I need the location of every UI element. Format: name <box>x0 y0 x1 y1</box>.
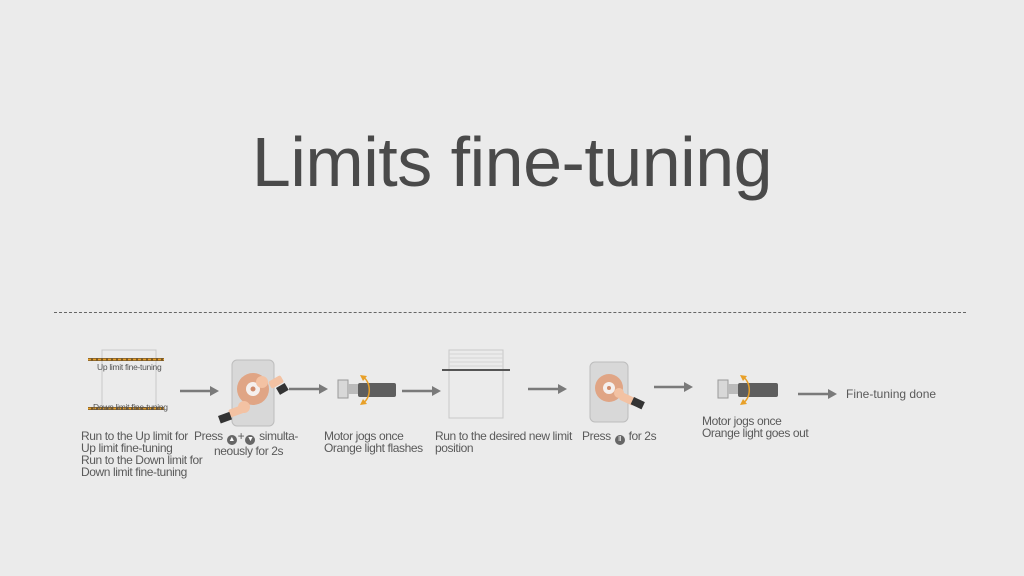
arrow-right-icon <box>654 382 693 392</box>
limits-diagram <box>88 349 164 410</box>
arrow-right-icon <box>180 386 219 396</box>
down-triangle-icon: ▼ <box>245 435 256 445</box>
remote-press-both-icon <box>218 359 289 427</box>
motor-jog-icon <box>337 375 396 405</box>
pause-icon: II <box>614 435 625 445</box>
arrow-right-icon <box>289 384 328 394</box>
up-limit-label: Up limit fine-tuning <box>97 362 162 372</box>
step-1-caption: Run to the Up limit for Up limit fine-tu… <box>81 429 203 479</box>
arrow-right-icon <box>528 384 567 394</box>
step-6-caption: Motor jogs once Orange light goes out <box>702 414 809 440</box>
step-5-caption: Press II for 2s <box>582 429 657 445</box>
step-2-caption: Press ▲+▼ simulta- neously for 2s <box>194 429 298 458</box>
down-limit-label: Down limit fine-tuning <box>93 402 168 412</box>
page-title: Limits fine-tuning <box>251 123 773 201</box>
motor-jog-icon <box>717 375 778 405</box>
step-4-caption: Run to the desired new limit position <box>435 429 572 455</box>
fine-tuning-done-label: Fine-tuning done <box>846 387 937 401</box>
arrow-right-icon <box>402 386 441 396</box>
up-triangle-icon: ▲ <box>226 435 237 445</box>
arrow-right-icon <box>798 389 837 399</box>
blind-position-icon <box>442 349 510 419</box>
remote-press-pause-icon <box>589 361 645 423</box>
step-3-caption: Motor jogs once Orange light flashes <box>324 429 423 455</box>
dashed-divider <box>54 312 966 313</box>
